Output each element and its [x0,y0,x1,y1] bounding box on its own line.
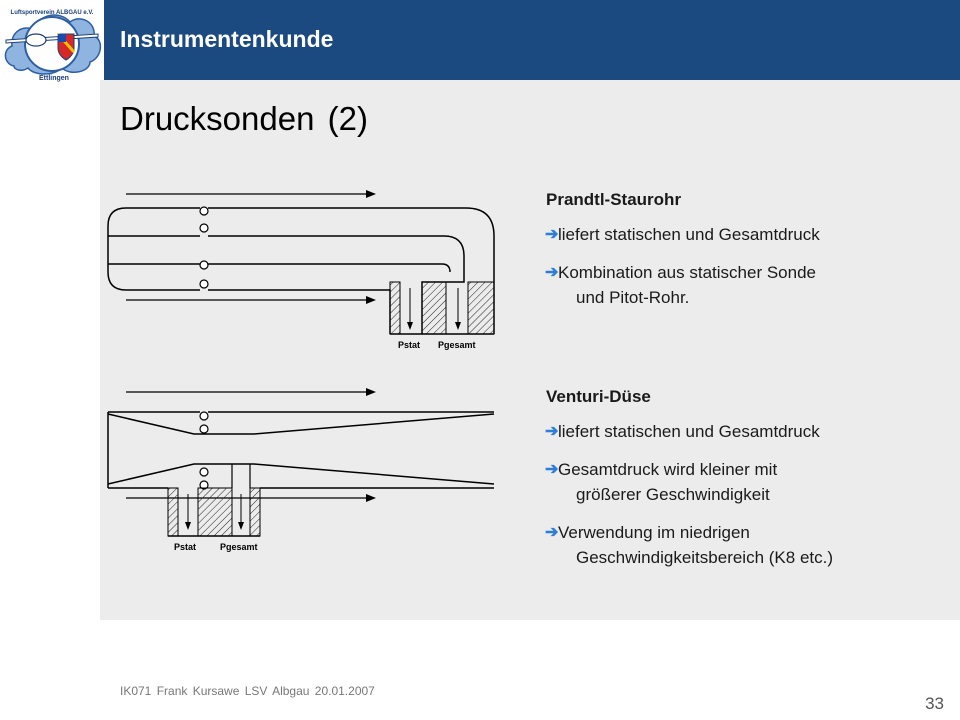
footer-text: IK071 Frank Kursawe LSV Albgau 20.01.200… [120,684,375,698]
arrow-right-icon: ➔ [545,264,559,281]
bullet-text-continued: und Pitot-Rohr. [576,288,690,307]
bullet-text: Gesamtdruck wird kleiner mit [558,460,778,479]
bullet-item: ➔ liefert statischen und Gesamtdruck [545,222,946,247]
header-title: Instrumentenkunde [120,26,334,52]
bullet-item: ➔ Gesamtdruck wird kleiner mit größerer … [545,457,946,507]
arrow-right-icon: ➔ [545,423,559,440]
label-pgesamt: Pgesamt [438,340,476,350]
label-pstat: Pstat [174,542,196,552]
page-number: 33 [925,694,944,713]
bullet-text: liefert statischen und Gesamtdruck [558,225,820,244]
prandtl-text-block: Prandtl-Staurohr ➔ liefert statischen un… [545,190,946,323]
bullet-text: liefert statischen und Gesamtdruck [558,422,820,441]
label-pgesamt: Pgesamt [220,542,258,552]
arrow-right-icon: ➔ [545,226,559,243]
block-heading: Prandtl-Staurohr [546,190,682,209]
logo-text-top: Luftsportverein ALBGAU e.V. [11,10,94,16]
bullet-item: ➔ Verwendung im niedrigen Geschwindigkei… [545,520,946,570]
club-logo-glider-icon: Luftsportverein ALBGAU e.V. Ettlingen [0,0,104,84]
prandtl-tube-diagram: Pstat Pgesamt [107,190,495,350]
bullet-text: Verwendung im niedrigen [558,523,750,542]
bullet-item: ➔ liefert statischen und Gesamtdruck [545,419,946,444]
venturi-text-block: Venturi-Düse ➔ liefert statischen und Ge… [545,387,946,583]
venturi-nozzle-diagram: Pstat Pgesamt [107,388,495,552]
logo-text-bottom: Ettlingen [39,75,69,82]
bullet-text: Kombination aus statischer Sonde [558,263,816,282]
slide-title: Drucksonden (2) [120,100,368,137]
header-band [100,0,960,80]
bullet-item: ➔ Kombination aus statischer Sonde und P… [545,260,946,310]
arrow-right-icon: ➔ [545,524,559,541]
block-heading: Venturi-Düse [546,387,651,406]
bullet-text-continued: Geschwindigkeitsbereich (K8 etc.) [576,548,834,567]
content-area [100,80,960,620]
label-pstat: Pstat [398,340,420,350]
bullet-text-continued: größerer Geschwindigkeit [576,485,770,504]
arrow-right-icon: ➔ [545,461,559,478]
